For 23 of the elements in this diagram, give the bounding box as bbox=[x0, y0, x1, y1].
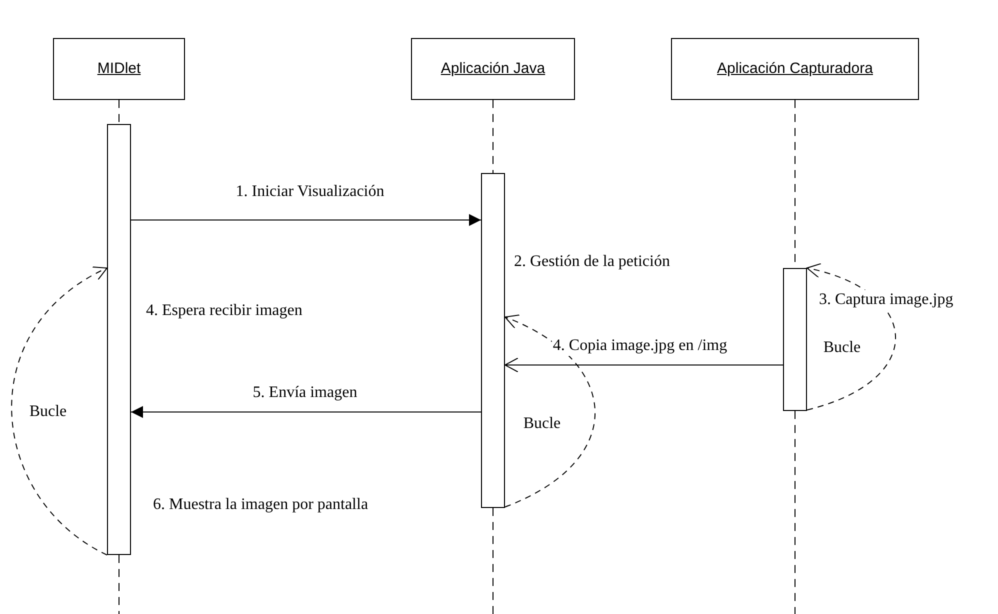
step-note: 4. Espera recibir imagen bbox=[145, 301, 304, 321]
lifeline-head-box bbox=[671, 38, 919, 100]
step-note: 6. Muestra la imagen por pantalla bbox=[152, 495, 370, 515]
activation-bar bbox=[107, 124, 131, 555]
message-arrow bbox=[130, 214, 482, 226]
message-arrow bbox=[504, 358, 784, 372]
edge-label: 4. Copia image.jpg en /img bbox=[552, 336, 728, 356]
loop-arrow bbox=[806, 264, 896, 410]
loop-arrow bbox=[11, 268, 108, 556]
message-arrow bbox=[130, 406, 482, 418]
step-note: 3. Captura image.jpg bbox=[818, 290, 954, 310]
lifeline-head-box bbox=[53, 38, 185, 100]
lifeline bbox=[492, 100, 494, 174]
lifeline-head-box bbox=[411, 38, 575, 100]
participant-name: Aplicación Capturadora bbox=[717, 58, 873, 79]
loop-arrow bbox=[504, 315, 596, 508]
participant-name: Aplicación Java bbox=[440, 58, 546, 79]
lifeline bbox=[118, 100, 120, 124]
edge-label: 5. Envía imagen bbox=[252, 383, 358, 403]
activation-bar bbox=[481, 173, 505, 508]
activation-bar bbox=[783, 268, 807, 411]
step-note: 2. Gestión de la petición bbox=[513, 252, 671, 272]
participant-name: MIDlet bbox=[97, 58, 141, 79]
